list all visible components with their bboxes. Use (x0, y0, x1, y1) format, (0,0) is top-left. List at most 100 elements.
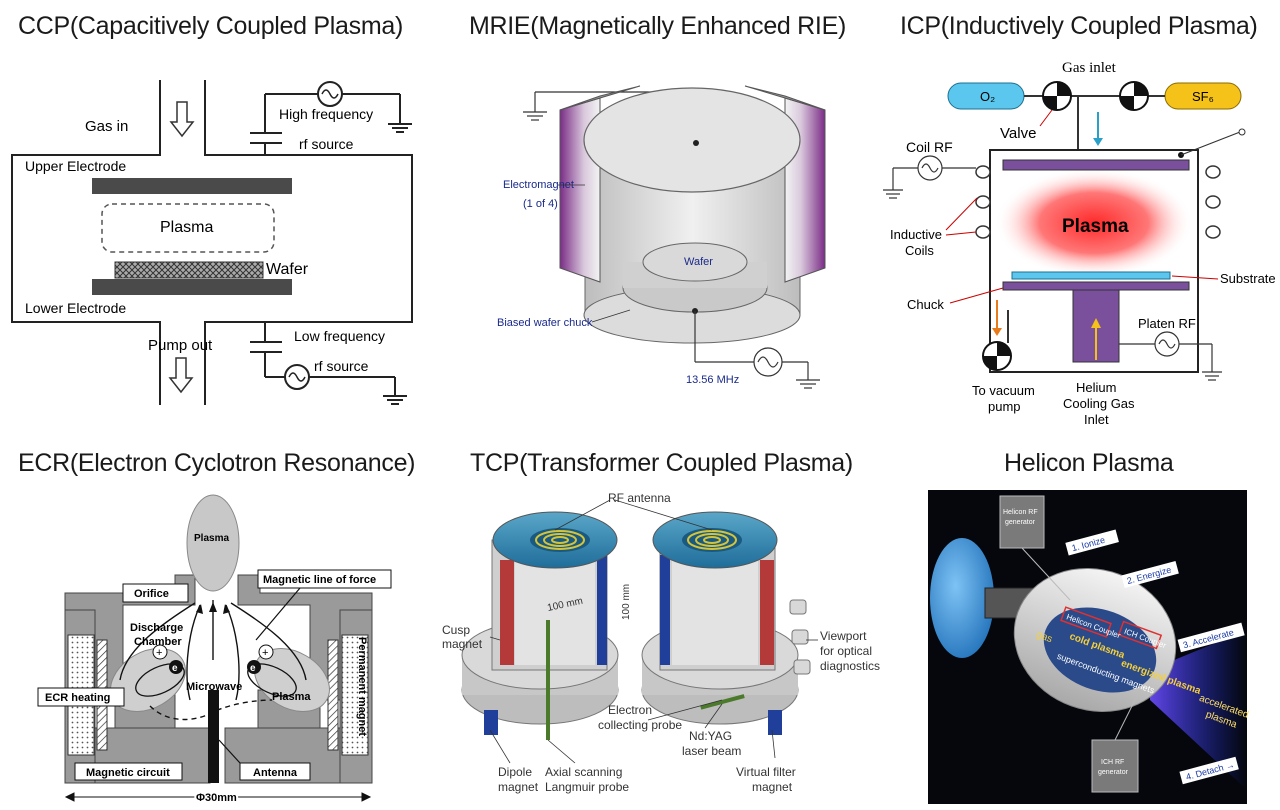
icp-top-terminal (1238, 128, 1246, 136)
ecr-plasma-top (186, 494, 240, 592)
ccp-bottom-rf-circuit (250, 322, 407, 405)
icp-platen-ac-icon (1158, 339, 1176, 349)
tcp-right-half (641, 511, 811, 735)
tcp-collecting-probe-label: collecting probe (598, 718, 682, 732)
helicon-rf-generator-label: Helicon RF (1003, 509, 1038, 516)
mrie-ac-icon (757, 356, 779, 368)
icp-coils-left (975, 165, 991, 239)
tcp-cusp-magnet-label: magnet (442, 637, 483, 651)
icp-helium-label: Helium (1076, 380, 1116, 395)
mrie-wafer (642, 242, 748, 282)
icp-inductive-leaders (945, 197, 978, 236)
icp-top-plate (1002, 159, 1190, 171)
mrie-frequency-label: 13.56 MHz (686, 374, 739, 386)
ecr-heating-box (37, 687, 125, 707)
ecr-antenna (208, 690, 219, 783)
ccp-bottom-ac-icon (288, 372, 306, 382)
ecr-permanent-magnet-label: Permanent magnet (356, 637, 368, 736)
ecr-magnetic-line-leader (255, 587, 301, 641)
helicon-ich-cable (1114, 689, 1141, 741)
ecr-ion-right (258, 644, 274, 660)
ecr-right-permanent-magnet (341, 634, 369, 756)
tcp-cusp-label: Cusp (442, 623, 470, 637)
icp-valve-left (1042, 81, 1072, 111)
helicon-rf-cable (1021, 547, 1071, 601)
icp-gas-inlet-label: Gas inlet (1062, 60, 1117, 76)
ccp-wafer (114, 261, 264, 279)
tcp-dim-right-label: 100 mm (621, 584, 632, 620)
ccp-upper-electrode (92, 178, 292, 194)
mrie-top-electrode-contact (693, 140, 699, 146)
ecr-dimension-line (64, 792, 372, 802)
ccp-rf-source-bottom-label: rf source (314, 358, 369, 374)
tcp-dipole-magnet-label: magnet (498, 780, 539, 794)
icp-valve-label: Valve (1000, 125, 1036, 142)
ccp-chamber (11, 80, 413, 405)
title-icp: ICP(Inductively Coupled Plasma) (900, 12, 1258, 40)
helicon-gas-label: gas (1035, 629, 1054, 645)
tcp-left-half (461, 511, 619, 740)
tcp-dipole-label: Dipole (498, 765, 532, 779)
icp-inductive-label: Inductive (890, 227, 942, 242)
icp-platen-rf-label: Platen RF (1138, 316, 1196, 331)
ecr-antenna-label: Antenna (253, 767, 298, 779)
tcp-viewport-label: Viewport (820, 629, 867, 643)
ecr-ion-left (152, 644, 168, 660)
title-mrie: MRIE(Magnetically Enhanced RIE) (469, 12, 846, 40)
ccp-rf-source-top-label: rf source (299, 136, 354, 152)
mrie-magnet-top-left (559, 85, 641, 111)
helicon-ich-generator-label2: generator (1098, 769, 1129, 776)
ccp-gas-arrow (169, 101, 195, 138)
ecr-magnetic-line-label: Magnetic line of force (263, 574, 376, 586)
ecr-magnetic-circuit-box (74, 762, 183, 781)
ccp-top-rf-circuit (250, 81, 412, 155)
helicon-ich-generator-label: ICH RF (1101, 759, 1124, 766)
tcp-axial-label: Axial scanning (545, 765, 622, 779)
helicon-rf-generator (999, 495, 1045, 549)
icp-coil-rf-source (883, 155, 976, 199)
icp-gas-arrowhead (1093, 138, 1103, 146)
ccp-pump-out-label: Pump out (148, 337, 213, 354)
tcp-ndyag-label: Nd:YAG (689, 729, 732, 743)
title-helicon: Helicon Plasma (1004, 449, 1174, 477)
icp-o2-label: O₂ (980, 89, 995, 104)
title-tcp: TCP(Transformer Coupled Plasma) (470, 449, 853, 477)
tcp-virtual-magnet-label: magnet (752, 780, 793, 794)
tcp-langmuir-label: Langmuir probe (545, 780, 629, 794)
ecr-electron-right-label: e (250, 663, 256, 674)
ccp-high-frequency-label: High frequency (279, 106, 373, 122)
icp-platen-rf-source (1119, 331, 1222, 381)
icp-chuck-label: Chuck (907, 297, 944, 312)
icp-top-lead (1180, 131, 1241, 156)
ecr-discharge-label: Discharge (130, 622, 183, 634)
mrie-chuck-leader (591, 309, 631, 323)
helicon-ich-coupler-box (1117, 620, 1163, 650)
icp-coils-right (1205, 165, 1221, 239)
helicon-rf-generator-label2: generator (1005, 519, 1036, 526)
icp-coil-rf-label: Coil RF (906, 139, 953, 155)
mrie-chuck-label: Biased wafer chuck (497, 317, 593, 329)
icp-coils-label: Coils (905, 243, 934, 258)
icp-substrate-leader (1171, 275, 1219, 280)
ccp-lower-electrode (92, 279, 292, 295)
helicon-plasma-beam (1150, 630, 1247, 790)
icp-plasma-label: Plasma (1062, 216, 1129, 237)
ecr-electron-left (169, 660, 183, 674)
icp-coil-ac-icon (921, 163, 939, 173)
tcp-electron-label: Electron (608, 703, 652, 717)
helicon-inner (1043, 607, 1157, 693)
tcp-leaders (489, 499, 818, 764)
tcp-rf-antenna-label: RF antenna (608, 491, 671, 505)
ecr-orbit-left (135, 663, 185, 697)
ecr-field-arrows (196, 602, 230, 614)
icp-pump-flow-arrowhead (992, 328, 1002, 336)
ecr-magnetic-line-box (257, 569, 392, 589)
ecr-antenna-leader (218, 739, 241, 764)
icp-chuck-leader (949, 287, 1004, 304)
icp-sf6-label: SF₆ (1192, 89, 1214, 104)
ecr-diameter-label: Φ30mm (196, 792, 237, 804)
mrie-electromagnet-label: Electromagnet (503, 179, 574, 191)
title-ecr: ECR(Electron Cyclotron Resonance) (18, 449, 416, 477)
